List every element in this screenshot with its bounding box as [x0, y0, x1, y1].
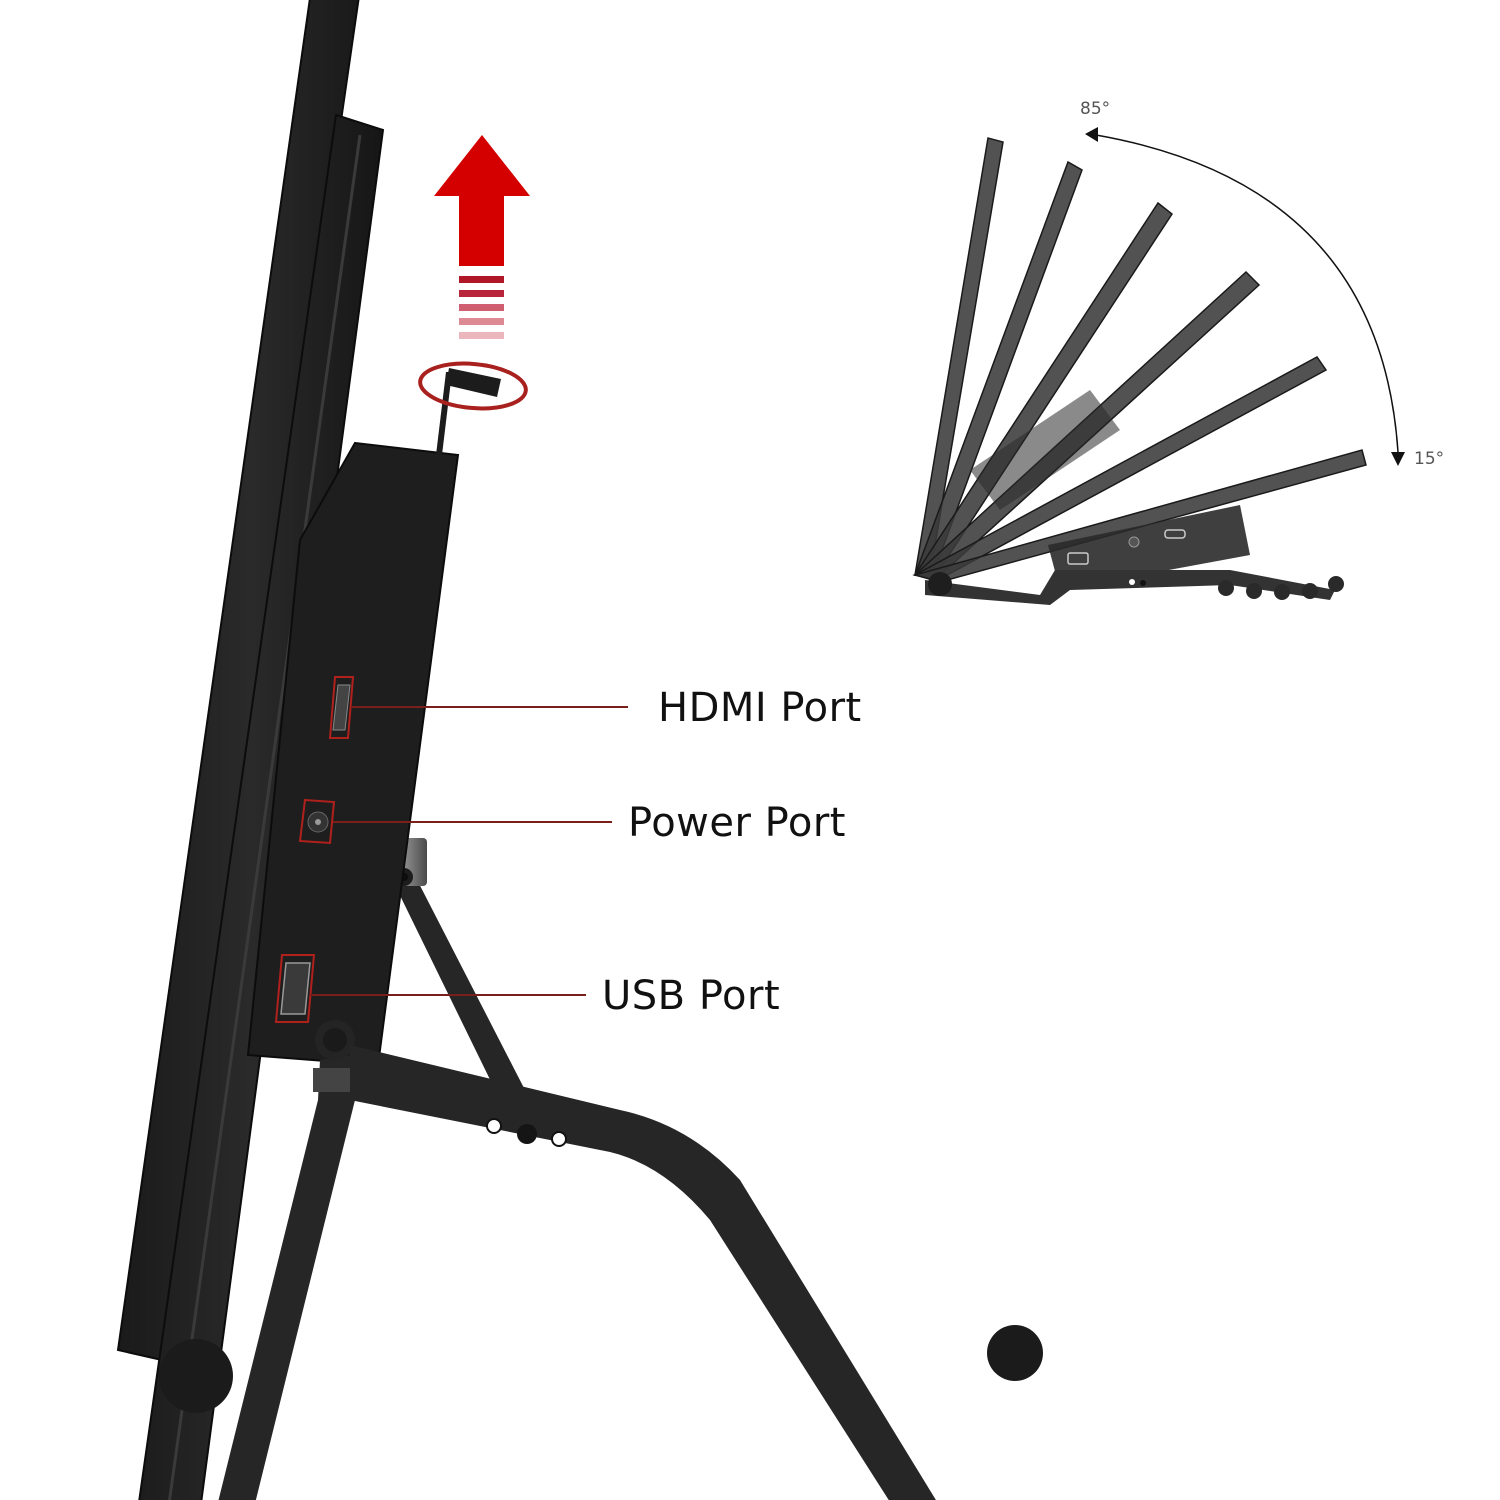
power-port	[298, 798, 336, 845]
stand-hole	[517, 1124, 537, 1144]
arc-arrowhead-bottom	[1391, 452, 1405, 466]
power-port-label: Power Port	[628, 800, 846, 846]
monitor-side-view	[116, 0, 1043, 1500]
stand-foot-rear	[987, 1325, 1043, 1381]
usb-port-label: USB Port	[602, 973, 781, 1019]
stand-rear-leg	[390, 870, 525, 1100]
pull-tab	[436, 368, 501, 455]
tilt-max-angle-label: 85°	[1080, 99, 1111, 119]
arc-arrowhead-top	[1085, 127, 1098, 142]
usb-port	[274, 954, 316, 1023]
hdmi-port	[328, 676, 355, 739]
tilt-arc	[1095, 134, 1399, 453]
hdmi-port-label: HDMI Port	[658, 685, 862, 731]
stand-front-leg	[218, 1055, 355, 1500]
pull-up-arrow-icon	[434, 135, 530, 339]
stand-foot-front	[159, 1339, 233, 1413]
stand-base-arm	[350, 1045, 936, 1500]
pull-tab-highlight-ring	[418, 361, 528, 411]
tilt-positions	[912, 137, 1367, 583]
stand-hole	[551, 1131, 567, 1147]
tilt-min-angle-label: 15°	[1414, 449, 1445, 469]
tilt-range-diagram	[912, 127, 1405, 605]
stand-hole	[486, 1118, 502, 1134]
